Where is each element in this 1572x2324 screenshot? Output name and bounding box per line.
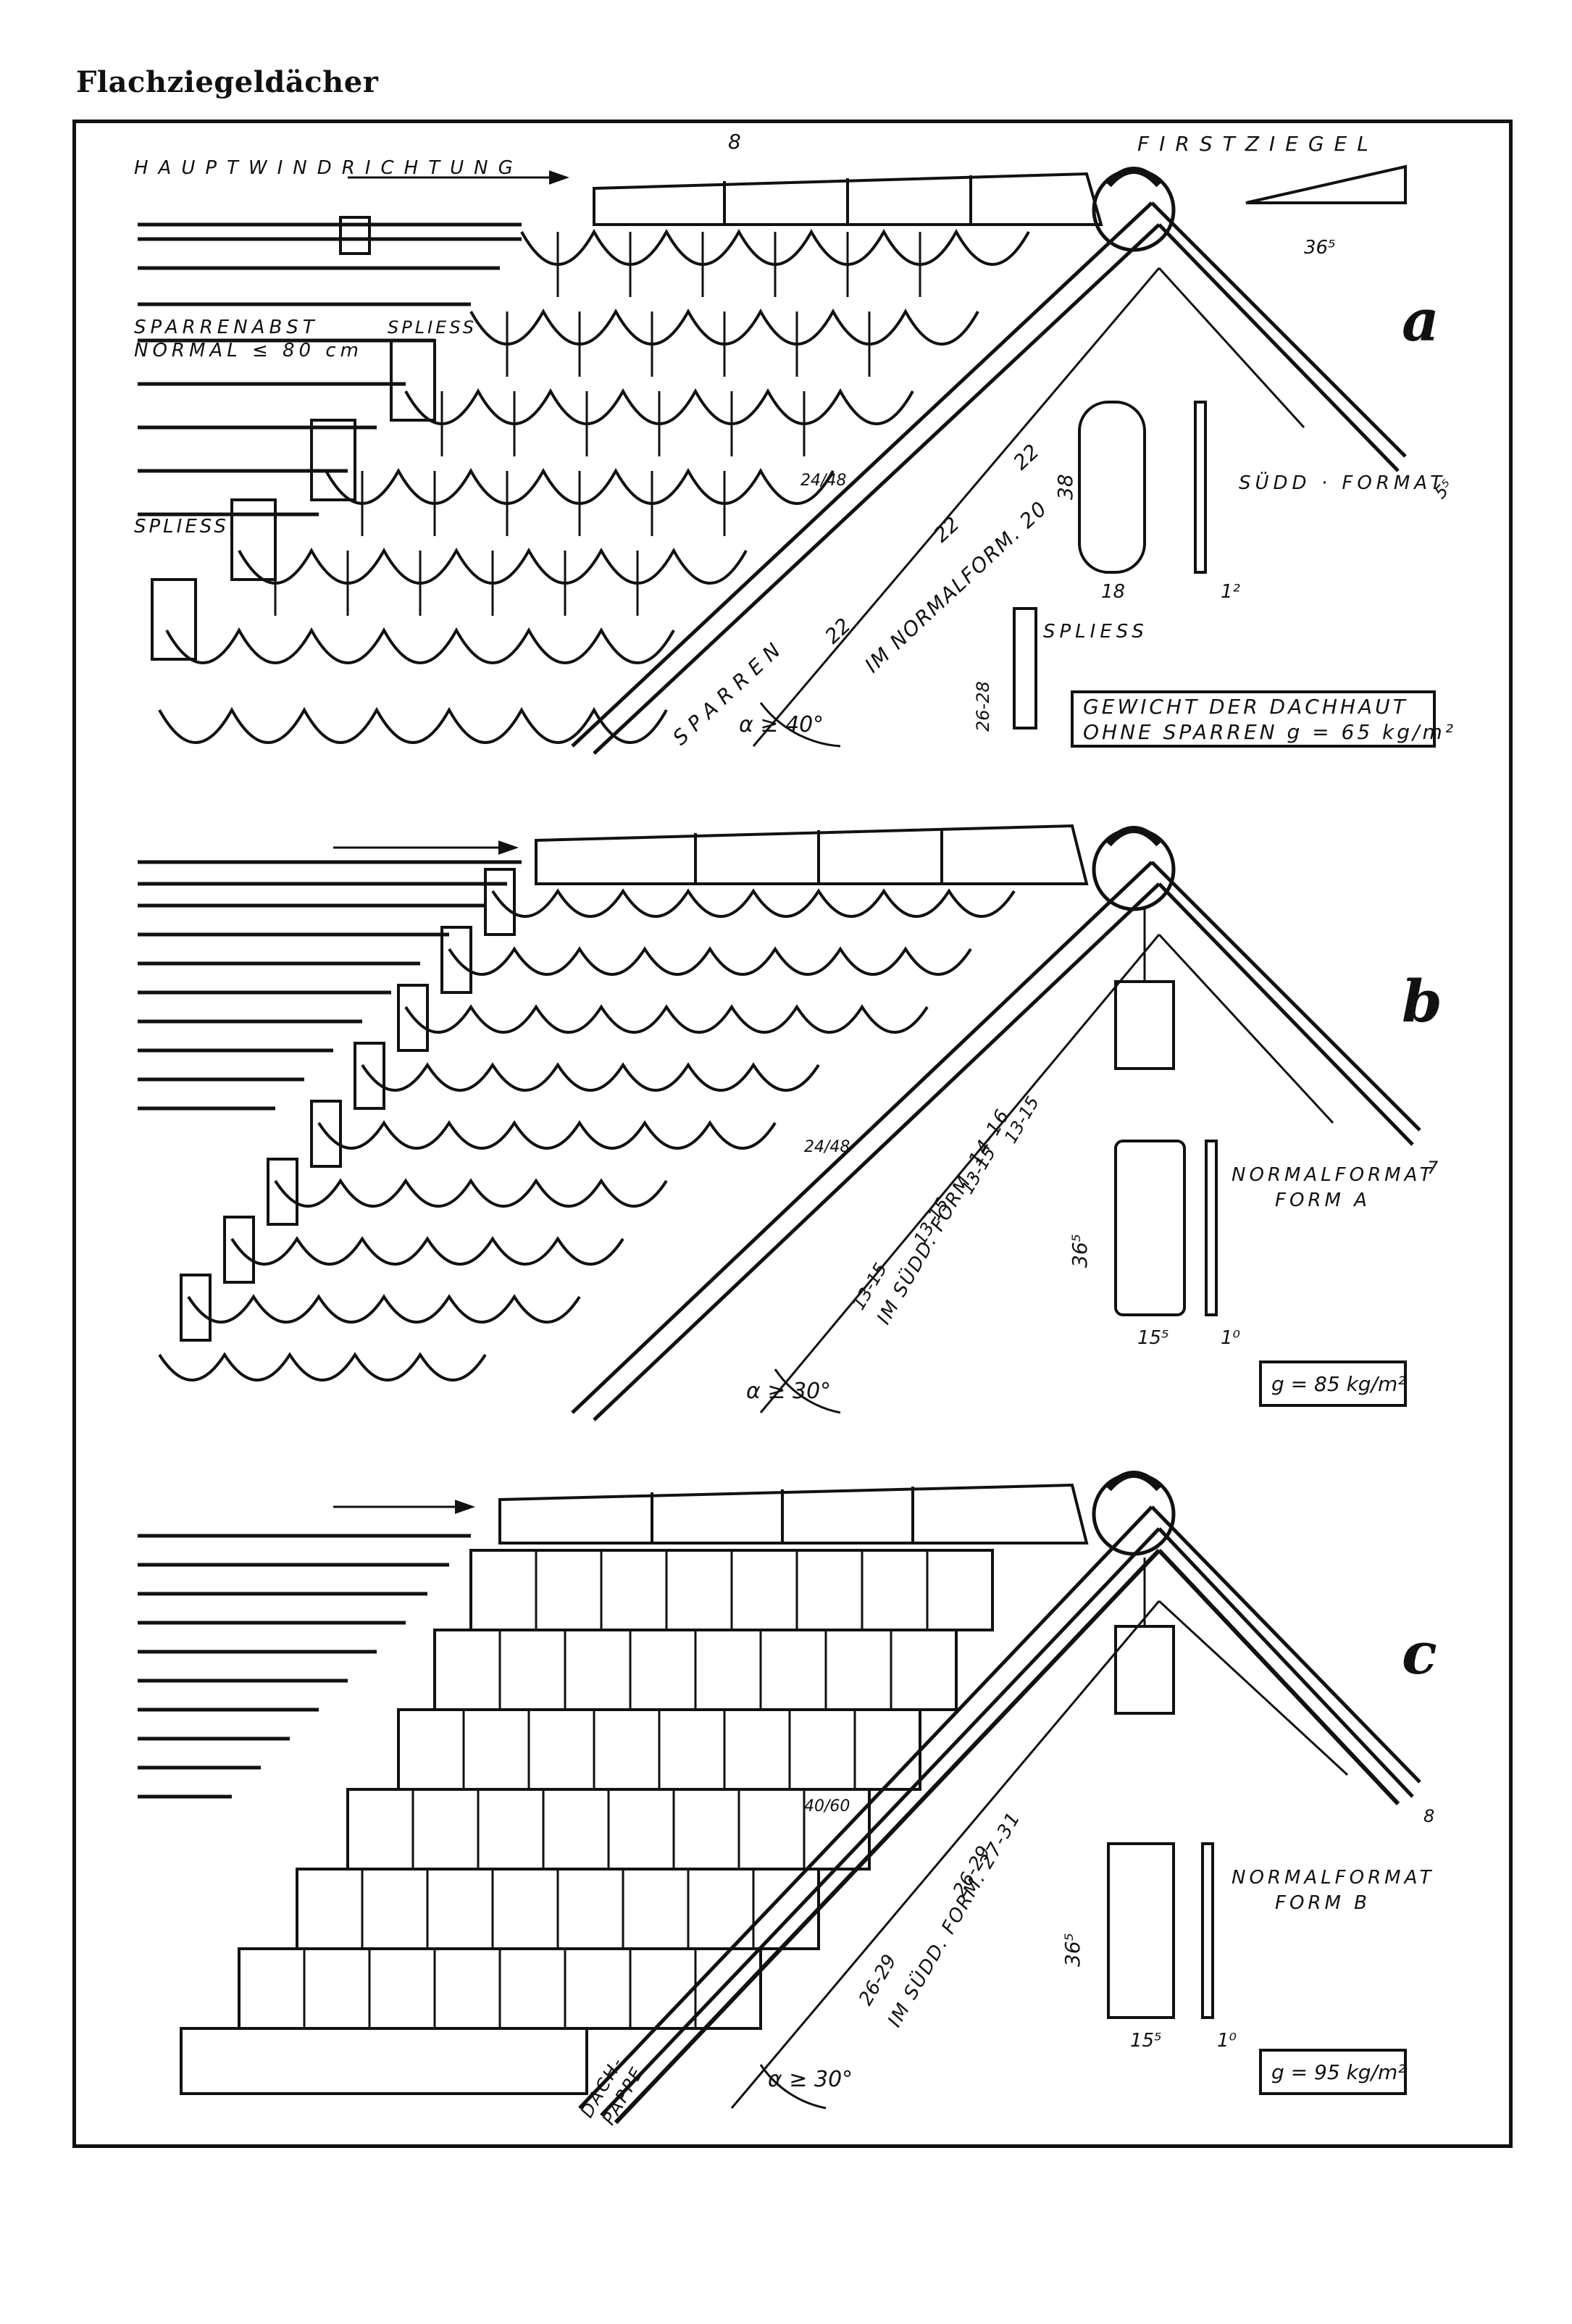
panel-letter-c: c xyxy=(1402,1619,1437,1687)
format-label-b1: NORMALFORMAT xyxy=(1232,1164,1434,1186)
tile-section-b xyxy=(1114,1140,1186,1316)
battens-c xyxy=(138,1534,471,1799)
tile-thickness-a: 1² xyxy=(1221,581,1240,603)
ridge-tiles-b xyxy=(535,824,1089,885)
tile-width-a: 18 xyxy=(1101,581,1125,603)
panel-b: b 24/48 13-15 13-15 13-15 13-15 IM SÜDD.… xyxy=(138,824,1442,1421)
firstziegel-detail xyxy=(1245,164,1407,204)
weight-label-c: g = 95 kg/m² xyxy=(1271,2060,1406,2084)
panel-letter-b: b xyxy=(1402,967,1442,1035)
spliess-dim: 26-28 xyxy=(973,681,993,732)
rafter-section-b xyxy=(1114,980,1175,1070)
angle-label-c: α ≥ 30° xyxy=(768,2067,853,2092)
dim-8-label: 8 xyxy=(728,130,741,154)
ridge-tiles-c xyxy=(498,1483,1089,1545)
spacing-label-a3: 22 xyxy=(1008,440,1044,475)
tile-thickness-b: 1⁰ xyxy=(1221,1327,1241,1349)
tile-profile-b xyxy=(1205,1140,1218,1316)
angle-label-b: α ≥ 30° xyxy=(746,1379,831,1404)
format-label-a: SÜDD · FORMAT xyxy=(1239,471,1446,494)
batten-label-c: 40/60 xyxy=(804,1797,850,1815)
page-title: Flachziegeldächer xyxy=(76,65,379,99)
angle-label-a: α ≥ 40° xyxy=(739,712,824,737)
spacing-label-a2: 22 xyxy=(929,512,964,547)
spliess-label-2: SPLIESS xyxy=(134,516,229,538)
weight-label-b: g = 85 kg/m² xyxy=(1271,1372,1406,1396)
weight-box-c xyxy=(1259,2049,1407,2095)
sudd-form-label-c: IM SÜDD. FORM. 27-31 xyxy=(882,1807,1025,2031)
roof-section-c xyxy=(578,1471,1421,2125)
roof-section-b xyxy=(571,826,1421,1421)
ridge-width-label: 36⁵ xyxy=(1304,237,1336,259)
batten-label-a: 24/48 xyxy=(800,472,846,490)
battens-b xyxy=(138,860,522,1111)
spliess-detail-label: SPLIESS xyxy=(1043,621,1148,643)
rafter-spacing-label-1: SPARRENABST xyxy=(134,317,319,338)
spacing-label-c1: 26-29 xyxy=(855,1951,901,2009)
tile-height-c: 36⁵ xyxy=(1061,1933,1084,1967)
format-label-c1: NORMALFORMAT xyxy=(1232,1867,1434,1889)
tile-rows-b xyxy=(158,868,1016,1382)
spliess-label-1: SPLIESS xyxy=(388,317,477,338)
spliess-section-a xyxy=(1013,607,1037,730)
ridge-tile-label: FIRSTZIEGEL xyxy=(1137,132,1379,156)
format-label-b2: FORM A xyxy=(1275,1190,1371,1211)
tile-width-c: 15⁵ xyxy=(1130,2030,1162,2052)
ridge-tiles-a xyxy=(593,172,1103,226)
eave-dim-c: 8 xyxy=(1423,1806,1434,1826)
tile-rows-c xyxy=(180,1549,994,2095)
batten-label-b: 24/48 xyxy=(804,1138,850,1156)
eave-dim-b: 7 xyxy=(1427,1158,1439,1178)
rafter-spacing-label-2: NORMAL ≤ 80 cm xyxy=(134,340,363,361)
rafter-section-c xyxy=(1114,1625,1175,1715)
weight-box-a xyxy=(1071,690,1436,748)
wind-direction-label: HAUPTWINDRICHTUNG xyxy=(134,157,523,179)
tile-height-a: 38 xyxy=(1053,474,1077,500)
tile-profile-a xyxy=(1194,401,1207,574)
tile-profile-c xyxy=(1201,1842,1214,2019)
tile-rows-a xyxy=(151,228,1030,744)
drawing-frame xyxy=(72,120,1513,2148)
format-label-c2: FORM B xyxy=(1275,1892,1371,1914)
roof-section-a xyxy=(571,167,1407,755)
tile-width-b: 15⁵ xyxy=(1137,1327,1169,1349)
weight-label-a1: GEWICHT DER DACHHAUT xyxy=(1083,695,1408,719)
weight-label-a2: OHNE SPARREN g = 65 kg/m² xyxy=(1083,720,1456,744)
battens-a xyxy=(138,222,522,517)
tile-section-a xyxy=(1078,401,1146,574)
spacing-label-a1: 22 xyxy=(820,614,856,648)
tile-section-c xyxy=(1107,1842,1175,2019)
panel-c: c 40/60 26-29 26-29 IM SÜDD. FORM. 27-31… xyxy=(138,1471,1437,2128)
panel-a: HAUPTWINDRICHTUNG FIRSTZIEGEL 8 36⁵ a SP… xyxy=(134,130,1458,755)
weight-box-b xyxy=(1259,1360,1407,1407)
tile-height-b: 36⁵ xyxy=(1068,1234,1092,1268)
tile-thickness-c: 1⁰ xyxy=(1217,2030,1237,2052)
panel-letter-a: a xyxy=(1402,286,1439,354)
